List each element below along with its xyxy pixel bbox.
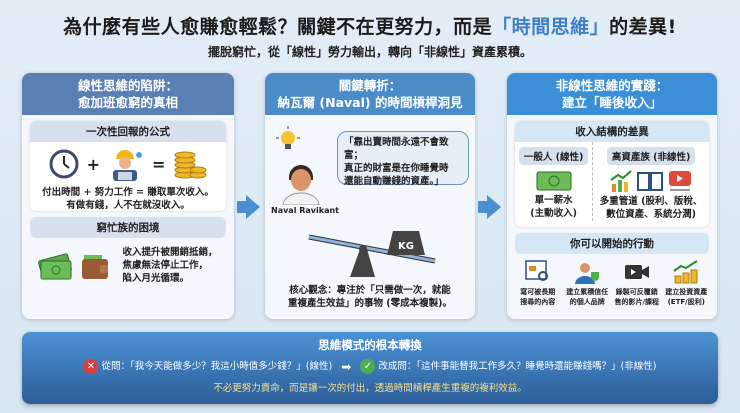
clock-icon: [49, 149, 79, 179]
worker-icon: [113, 150, 142, 181]
formula-box: 一次性回報的公式 + = 付出時間 + 努力工作 = 賺取單次收入。 有做有錢，…: [30, 121, 226, 211]
growth-chart-icon: [610, 170, 632, 192]
panel-header: 關鍵轉折：納瓦爾 (Naval) 的時間槓桿洞見: [265, 73, 475, 115]
person-shield-icon: [575, 263, 600, 284]
video-camera-icon: [624, 265, 649, 279]
check-icon: ✓: [360, 359, 376, 374]
banknote-icon: [536, 171, 572, 191]
action-item: 寫可被長期搜尋的內容: [513, 260, 563, 307]
person-avatar-icon: [282, 165, 320, 205]
video-play-icon: [669, 171, 692, 191]
lightbulb-icon: [276, 126, 300, 149]
nonlinear-tag: 高資產族 (非線性): [606, 147, 696, 165]
cash-icon: [38, 252, 73, 279]
book-icon: [637, 172, 664, 191]
old-question: 從問：「我今天能做多少？我這小時值多少錢？」(線性): [101, 361, 333, 372]
weight-label: KG: [398, 241, 414, 252]
mindset-shift-banner: 思維模式的根本轉換 ✕ 從問：「我今天能做多少？我這小時值多少錢？」(線性) ➡…: [22, 332, 718, 404]
panel-header: 線性思維的陷阱：愈加班愈窮的真相: [22, 73, 234, 115]
dilemma-heading: 窮忙族的困境: [30, 217, 226, 238]
formula-heading: 一次性回報的公式: [30, 121, 226, 142]
structure-heading: 收入結構的差異: [515, 121, 709, 142]
action-item: 錄製可反覆銷售的影片/課程: [612, 260, 662, 307]
nonlinear-practice-panel: 非線性思維的實踐：建立「睡後收入」 收入結構的差異 一般人 (線性) 單一薪水(…: [507, 73, 717, 319]
linear-trap-panel: 線性思維的陷阱：愈加班愈窮的真相 一次性回報的公式 + = 付出時間 + 努力工…: [22, 73, 234, 319]
core-concept: 核心觀念：專注於「只需做一次，就能重複產生效益」的事物 (零成本複製)。: [288, 285, 452, 309]
action-item: 建立累積信任的個人品牌: [563, 260, 613, 307]
income-structure-box: 收入結構的差異 一般人 (線性) 單一薪水(主動收入) 高資產族 (非線性) 多…: [515, 121, 709, 227]
search-article-icon: [525, 260, 548, 281]
actions-heading: 你可以開始的行動: [515, 233, 709, 254]
action-item: 建立投資資產(ETF/股利): [662, 260, 712, 307]
quote-bubble: 「靠出賣時間永遠不會致富；真正的財富是在你睡覺時還能自動賺錢的資產。」: [337, 131, 469, 187]
formula-text: 付出時間 + 努力工作 = 賺取單次收入。: [42, 187, 214, 198]
coins-icon: [174, 151, 207, 179]
new-question: 改成問：「這件事能替我工作多久？睡覺時還能賺錢嗎？」(非線性): [378, 361, 657, 372]
wallet-icon: [82, 254, 109, 279]
naval-insight-panel: 關鍵轉折：納瓦爾 (Naval) 的時間槓桿洞見 「靠出賣時間永遠不會致富；真正…: [265, 73, 475, 319]
cross-icon: ✕: [83, 359, 99, 374]
flow-arrow: [478, 201, 488, 213]
person-name: Naval Ravikant: [271, 206, 339, 215]
page-subtitle: 擺脫窮忙，從「線性」勞力輸出，轉向「非線性」資產累積。: [207, 45, 532, 59]
banner-title: 思維模式的根本轉換: [318, 338, 422, 352]
action-list: 寫可被長期搜尋的內容 建立累積信任的個人品牌 錄製可反覆銷售的影片/課程 建立投…: [513, 260, 711, 307]
seesaw-lever-icon: KG: [308, 231, 436, 277]
title-highlight: 「時間思維」: [492, 16, 610, 38]
growth-coins-icon: [673, 260, 698, 284]
flow-arrow: [237, 201, 247, 213]
panel-header: 非線性思維的實踐：建立「睡後收入」: [507, 73, 717, 115]
arrow-right-icon: ➡: [341, 359, 352, 374]
arrow-icon: [246, 195, 260, 219]
page-title: 為什麼有些人愈賺愈輕鬆？關鍵不在更努力，而是「時間思維」的差異!: [63, 16, 677, 38]
arrow-icon: [487, 195, 501, 219]
formula-note: 有做有錢，人不在就沒收入。: [66, 200, 190, 211]
linear-tag: 一般人 (線性): [518, 147, 589, 165]
banner-conclusion: 不必更努力賣命，而是讓一次的付出，透過時間槓桿產生重複的複利效益。: [213, 383, 527, 394]
